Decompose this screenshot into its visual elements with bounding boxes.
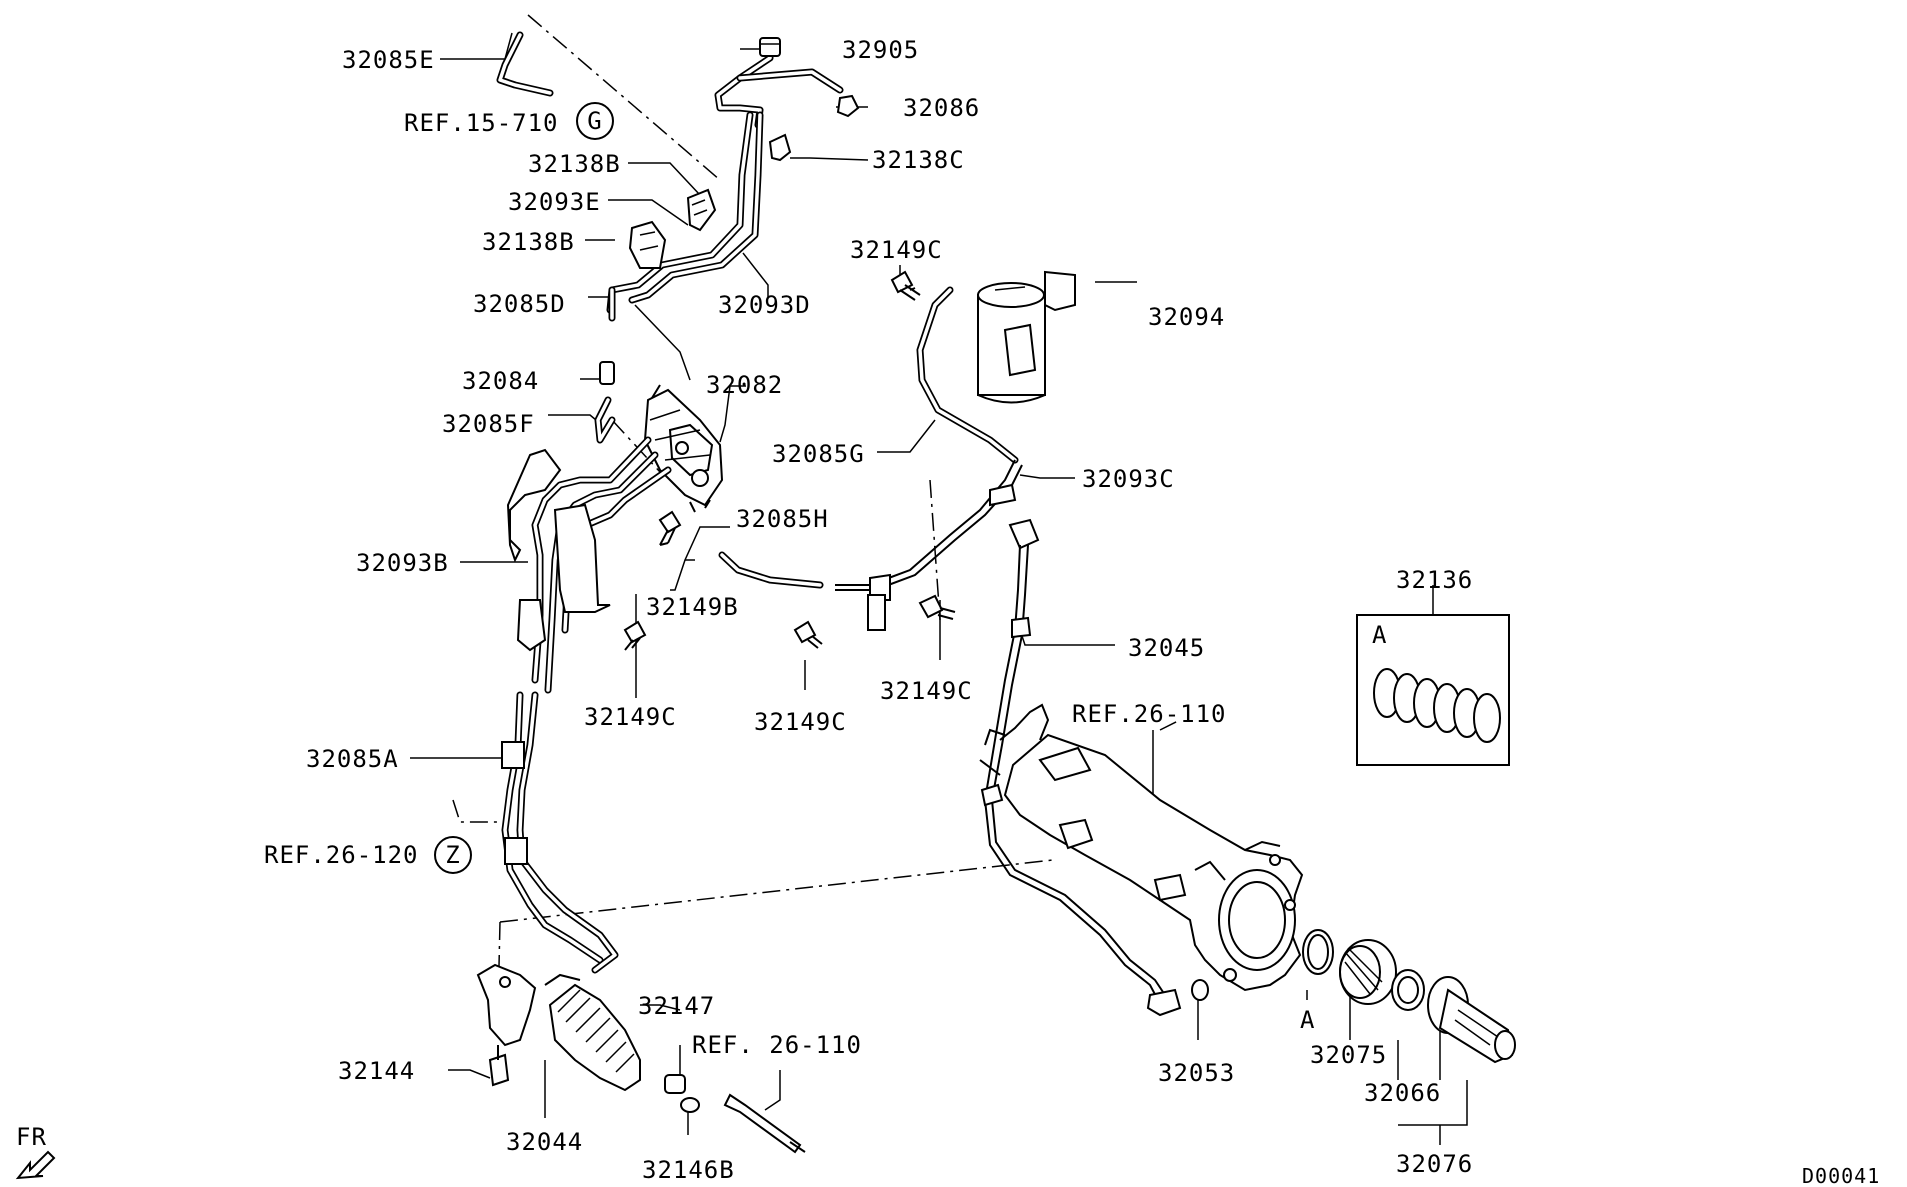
callout-32136: 32136 bbox=[1396, 566, 1473, 594]
hose-32085h bbox=[718, 551, 824, 589]
callout-labels: 32085E REF.15-710 32905 32086 32138C 321… bbox=[264, 36, 1880, 1187]
boot-32044 bbox=[544, 973, 641, 1092]
bearing-32066 bbox=[1391, 969, 1425, 1011]
callout-32149c-mid: 32149C bbox=[880, 677, 973, 705]
clip-32138c bbox=[768, 133, 792, 162]
hose-32085g bbox=[916, 286, 1019, 464]
circle-ref-z-label: Z bbox=[445, 841, 460, 869]
callout-32085d: 32085D bbox=[473, 290, 566, 318]
callout-32085e: 32085E bbox=[342, 46, 435, 74]
callout-32093d: 32093D bbox=[718, 291, 811, 319]
callout-ref-26-110-rod: REF. 26-110 bbox=[692, 1031, 862, 1059]
circle-ref-g-label: G bbox=[587, 107, 602, 135]
callout-32093e: 32093E bbox=[508, 188, 601, 216]
drawing-code: D00041 bbox=[1802, 1164, 1880, 1187]
callout-32085g: 32085G bbox=[772, 440, 865, 468]
callout-ref-26-120: REF.26-120 bbox=[264, 841, 419, 869]
bolt-32149c-right bbox=[918, 594, 956, 620]
callout-32085f: 32085F bbox=[442, 410, 535, 438]
spring-kit-32136 bbox=[1356, 614, 1510, 766]
front-direction-label: FR bbox=[16, 1123, 47, 1151]
callout-32084: 32084 bbox=[462, 367, 539, 395]
callout-ref-26-110-housing: REF.26-110 bbox=[1072, 700, 1227, 728]
fitting-32084 bbox=[599, 361, 615, 385]
seal-32053 bbox=[1191, 979, 1209, 1001]
pipe-32093d-e bbox=[606, 41, 844, 381]
callout-32149c-top: 32149C bbox=[850, 236, 943, 264]
bolt-32149c-mid bbox=[793, 620, 823, 649]
shaft-32076 bbox=[1427, 976, 1516, 1064]
callout-ref-15-710: REF.15-710 bbox=[404, 109, 559, 137]
clip-32138b-upper bbox=[686, 188, 717, 232]
circle-ref-z: Z bbox=[434, 836, 472, 874]
callout-32093b: 32093B bbox=[356, 549, 449, 577]
callout-32149c-bottom: 32149C bbox=[754, 708, 847, 736]
bolt-32149b bbox=[658, 510, 682, 546]
callout-32138b-lower: 32138B bbox=[482, 228, 575, 256]
callout-32045: 32045 bbox=[1128, 634, 1205, 662]
callout-32138b-upper: 32138B bbox=[528, 150, 621, 178]
cap-32086 bbox=[836, 94, 860, 118]
callout-32075: 32075 bbox=[1310, 1041, 1387, 1069]
callout-32076: 32076 bbox=[1396, 1150, 1473, 1178]
bolt-32149c-top bbox=[890, 270, 921, 301]
cap-32147 bbox=[664, 1074, 686, 1094]
cap-32905 bbox=[759, 37, 781, 57]
callout-32146b: 32146B bbox=[642, 1156, 735, 1184]
callout-32085a: 32085A bbox=[306, 745, 399, 773]
callout-a-box: A bbox=[1372, 621, 1387, 649]
axle-housing bbox=[979, 703, 1304, 992]
callout-32053: 32053 bbox=[1158, 1059, 1235, 1087]
spring-rings bbox=[1373, 668, 1501, 743]
front-direction-indicator: FR bbox=[15, 1123, 56, 1180]
valve-32082 bbox=[643, 384, 724, 513]
callout-32082: 32082 bbox=[706, 371, 783, 399]
callout-32147: 32147 bbox=[638, 992, 715, 1020]
callout-a-ring: A bbox=[1300, 1006, 1315, 1034]
callout-32144: 32144 bbox=[338, 1057, 415, 1085]
bracket-32093b bbox=[506, 448, 611, 652]
callout-32085h: 32085H bbox=[736, 505, 829, 533]
hose-32085f bbox=[594, 396, 616, 444]
circle-ref-g: G bbox=[576, 102, 614, 140]
callout-32066: 32066 bbox=[1364, 1079, 1441, 1107]
clip-32138b-lower bbox=[628, 220, 667, 269]
callout-32138c: 32138C bbox=[872, 146, 965, 174]
bolt-32149c-left bbox=[623, 620, 647, 651]
rod-ref26-110 bbox=[723, 1093, 806, 1154]
accumulator-32094 bbox=[977, 270, 1076, 404]
hose-32085e bbox=[496, 31, 554, 97]
bearing-32075 bbox=[1339, 939, 1397, 1005]
callout-32905: 32905 bbox=[842, 36, 919, 64]
bracket-32144 bbox=[476, 963, 537, 1087]
callout-32094: 32094 bbox=[1148, 303, 1225, 331]
cap-32146b bbox=[680, 1097, 700, 1113]
callout-32149b: 32149B bbox=[646, 593, 739, 621]
pipe-32085a bbox=[501, 691, 619, 974]
sensor-wire-32045 bbox=[980, 518, 1182, 1017]
callout-32086: 32086 bbox=[903, 94, 980, 122]
callout-32149c-left: 32149C bbox=[584, 703, 677, 731]
pipe-32093c bbox=[835, 459, 1023, 631]
callout-32093c: 32093C bbox=[1082, 465, 1175, 493]
oring-a bbox=[1302, 929, 1334, 975]
callout-32044: 32044 bbox=[506, 1128, 583, 1156]
